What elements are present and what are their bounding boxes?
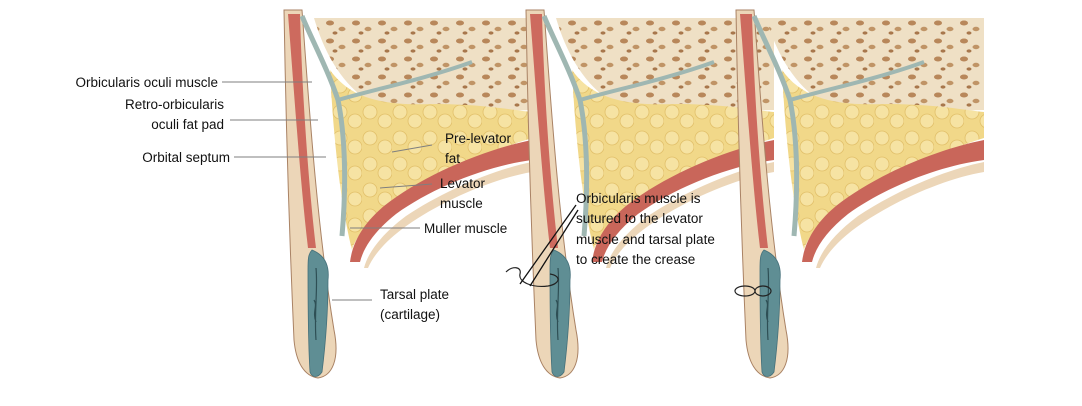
leader-levator bbox=[379, 183, 433, 189]
leader-suture-1 bbox=[519, 204, 577, 285]
label-levator-line2: muscle bbox=[440, 196, 483, 211]
eyelid-illustration-before bbox=[284, 10, 532, 378]
label-suture-note-line2: sutured to the levator bbox=[576, 211, 703, 226]
label-levator-line1: Levator bbox=[440, 176, 486, 191]
label-pre-levator-line2: fat bbox=[445, 151, 460, 166]
label-pre-levator-line1: Pre-levator bbox=[445, 131, 512, 146]
label-retro-orbicularis-line2: oculi fat pad bbox=[151, 117, 224, 132]
label-orbital-septum: Orbital septum bbox=[142, 150, 230, 165]
leader-pre-levator bbox=[391, 144, 433, 153]
label-tarsal-line1: Tarsal plate bbox=[380, 287, 449, 302]
label-suture-note-line3: muscle and tarsal plate bbox=[576, 232, 715, 247]
label-suture-note-line4: to create the crease bbox=[576, 252, 695, 267]
label-suture-note-line1: Orbicularis muscle is bbox=[576, 191, 701, 206]
suture-knot bbox=[734, 285, 772, 297]
label-orbicularis-oculi-muscle: Orbicularis oculi muscle bbox=[75, 75, 218, 90]
suture-thread bbox=[505, 267, 559, 287]
label-tarsal-line2: (cartilage) bbox=[380, 307, 440, 322]
label-muller-muscle: Muller muscle bbox=[424, 221, 507, 236]
label-retro-orbicularis-line1: Retro-orbicularis bbox=[125, 97, 224, 112]
leader-suture-2 bbox=[529, 209, 579, 287]
